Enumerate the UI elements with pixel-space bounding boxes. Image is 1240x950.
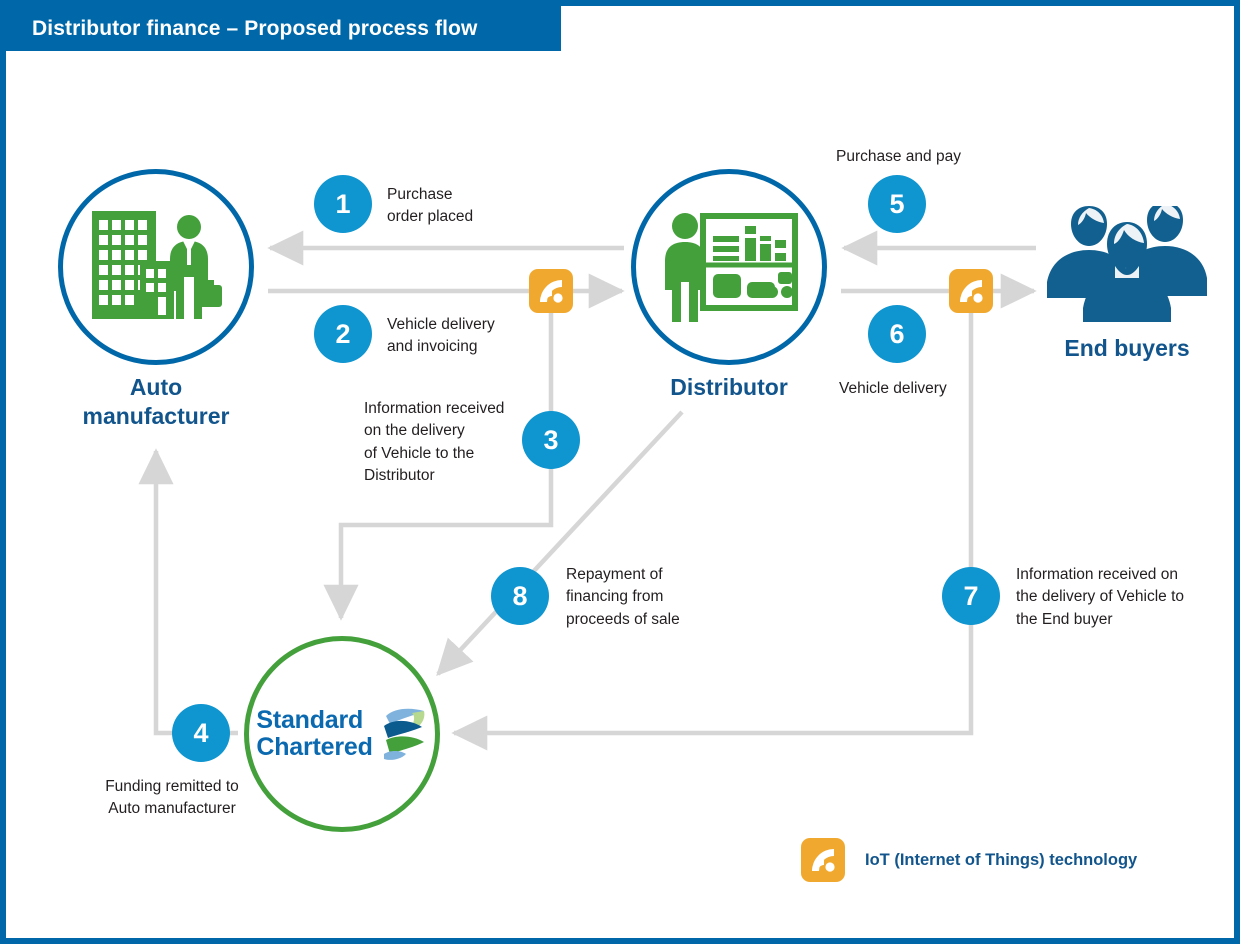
standard-chartered-logo: Standard Chartered [256, 702, 427, 766]
standard-chartered-wordmark: Standard Chartered [256, 705, 373, 762]
step-badge-7[interactable]: 7 [942, 567, 1000, 625]
standard-chartered-circle: Standard Chartered [244, 636, 440, 832]
step-badge-4[interactable]: 4 [172, 704, 230, 762]
connector-step-8 [436, 410, 684, 676]
node-auto-manufacturer[interactable]: Auto manufacturer [58, 169, 254, 429]
legend: IoT (Internet of Things) technology [801, 838, 1137, 882]
iot-wifi-glyph [540, 280, 563, 303]
node-standard-chartered[interactable]: Standard Chartered [244, 636, 440, 832]
page-title: Distributor finance – Proposed process f… [32, 16, 478, 40]
step-label-5: Purchase and pay [836, 148, 961, 165]
legend-label: IoT (Internet of Things) technology [865, 850, 1138, 869]
three-people-icon [1047, 202, 1207, 322]
page-title-banner: Distributor finance – Proposed process f… [6, 6, 561, 51]
iot-sensor-right-icon[interactable] [949, 269, 993, 313]
iot-sensor-left-icon[interactable] [529, 269, 573, 313]
node-end-buyers-label: End buyers [1064, 335, 1190, 361]
iot-wifi-glyph [960, 280, 983, 303]
node-distributor-label: Distributor [670, 374, 788, 400]
step-badge-2[interactable]: 2 [314, 305, 372, 363]
node-end-buyers[interactable]: End buyers [1041, 202, 1213, 361]
step-label-4: Funding remitted to Auto manufacturer [105, 778, 239, 818]
node-auto-manufacturer-label: Auto manufacturer [82, 374, 230, 429]
step-label-8: Repayment of financing from proceeds of … [566, 566, 680, 628]
step-badge-1[interactable]: 1 [314, 175, 372, 233]
standard-chartered-mark-icon [383, 708, 425, 760]
step-label-1: Purchase order placed [387, 186, 474, 226]
iot-wifi-glyph [812, 849, 835, 872]
auto-manufacturer-circle [58, 169, 254, 365]
bank-name-line-2: Chartered [256, 733, 373, 761]
person-with-board-icon [665, 213, 798, 322]
step-badge-6[interactable]: 6 [868, 305, 926, 363]
connector-step-4 [138, 448, 238, 736]
step-badge-8[interactable]: 8 [491, 567, 549, 625]
bank-name-line-1: Standard [256, 705, 364, 734]
step-label-7: Information received on the delivery of … [1016, 566, 1185, 628]
step-label-2: Vehicle delivery and invoicing [387, 316, 495, 356]
step-label-6: Vehicle delivery [839, 380, 947, 397]
step-badge-3[interactable]: 3 [522, 411, 580, 469]
step-badge-5[interactable]: 5 [868, 175, 926, 233]
legend-iot-icon [801, 838, 845, 882]
connector-step-7 [451, 306, 974, 751]
distributor-circle [631, 169, 827, 365]
node-distributor[interactable]: Distributor [631, 169, 827, 400]
factory-building-businessman-icon [92, 211, 222, 319]
step-label-3: Information received on the delivery of … [364, 400, 505, 485]
